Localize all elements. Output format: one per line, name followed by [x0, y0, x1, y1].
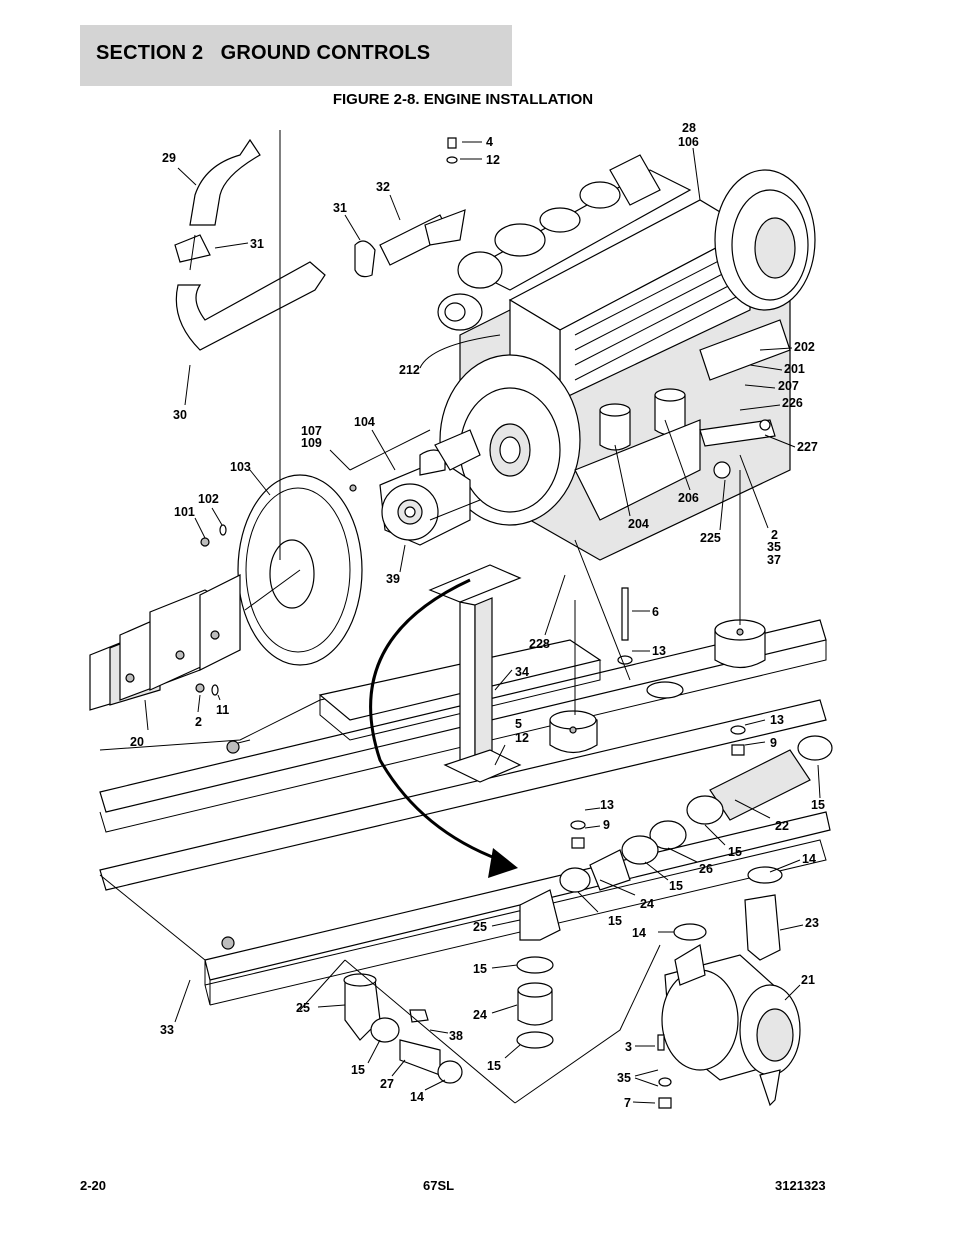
section-header-bar: [80, 25, 512, 86]
callout-label: 35: [767, 540, 781, 554]
callout-label: 101: [174, 505, 195, 519]
callout-label: 103: [230, 460, 251, 474]
callout-label: 13: [652, 644, 666, 658]
callout-label: 5: [515, 717, 522, 731]
callout-label: 15: [728, 845, 742, 859]
callout-label: 13: [770, 713, 784, 727]
callout-label: 25: [296, 1001, 310, 1015]
callout-label: 27: [380, 1077, 394, 1091]
callout-label: 15: [473, 962, 487, 976]
callout-label: 12: [486, 153, 500, 167]
callout-label: 14: [632, 926, 646, 940]
callout-label: 15: [811, 798, 825, 812]
callout-label: 25: [473, 920, 487, 934]
callout-label: 3: [625, 1040, 632, 1054]
engine-mounts: [549, 519, 766, 754]
callout-label: 227: [797, 440, 818, 454]
callout-label: 33: [160, 1023, 174, 1037]
section-title: SECTION 2 GROUND CONTROLS: [96, 42, 431, 64]
callout-label: 104: [354, 415, 375, 429]
callout-label: 24: [473, 1008, 487, 1022]
callout-label: 2: [195, 715, 202, 729]
hydraulic-pump: [89, 574, 241, 711]
callout-label: 31: [333, 201, 347, 215]
callout-label: 9: [603, 818, 610, 832]
callout-label: 22: [775, 819, 789, 833]
callout-label: 34: [515, 665, 529, 679]
callout-label: 106: [678, 135, 699, 149]
callout-label: 207: [778, 379, 799, 393]
callout-label: 39: [386, 572, 400, 586]
location-arrow: [369, 578, 518, 878]
callout-label: 21: [801, 973, 815, 987]
callout-label: 14: [802, 852, 816, 866]
callout-label: 32: [376, 180, 390, 194]
callout-label: 102: [198, 492, 219, 506]
document-number: 3121323: [775, 1178, 826, 1193]
callout-label: 26: [699, 862, 713, 876]
callout-label: 2: [771, 528, 778, 542]
callout-label: 23: [805, 916, 819, 930]
callout-label: 212: [399, 363, 420, 377]
callout-labels: 4 12 28 106 29 32 31 31 30 212 202 201 2…: [130, 121, 825, 1110]
callout-label: 228: [529, 637, 550, 651]
callout-label: 37: [767, 553, 781, 567]
callout-label: 24: [640, 897, 654, 911]
callout-label: 109: [301, 436, 322, 450]
callout-label: 31: [250, 237, 264, 251]
callout-label: 29: [162, 151, 176, 165]
callout-label: 206: [678, 491, 699, 505]
callout-label: 7: [624, 1096, 631, 1110]
pump-drive-hub: [379, 429, 481, 546]
callout-label: 13: [600, 798, 614, 812]
callout-label: 6: [652, 605, 659, 619]
upper-hoses: [174, 138, 466, 351]
callout-label: 15: [351, 1063, 365, 1077]
callout-label: 30: [173, 408, 187, 422]
page-number: 2-20: [80, 1178, 107, 1193]
engine-block: [437, 154, 816, 561]
callout-label: 9: [770, 736, 777, 750]
figure-title: FIGURE 2-8. ENGINE INSTALLATION: [332, 91, 594, 108]
callout-label: 15: [487, 1059, 501, 1073]
air-intake-parts: [195, 137, 833, 1109]
callout-label: 38: [449, 1029, 463, 1043]
callout-label: 12: [515, 731, 529, 745]
callout-label: 202: [794, 340, 815, 354]
callout-label: 20: [130, 735, 144, 749]
callout-label: 35: [617, 1071, 631, 1085]
support-stand: [428, 564, 522, 783]
callout-label: 15: [608, 914, 622, 928]
callout-label: 204: [628, 517, 649, 531]
callout-label: 225: [700, 531, 721, 545]
callout-label: 11: [216, 703, 229, 717]
leader-lines: [144, 130, 821, 1104]
callout-label: 226: [782, 396, 803, 410]
callout-label: 201: [784, 362, 805, 376]
callout-label: 15: [669, 879, 683, 893]
callout-label: 14: [410, 1090, 424, 1104]
callout-label: 4: [486, 135, 493, 149]
model-name: 67SL: [423, 1178, 455, 1193]
callout-label: 107: [301, 424, 322, 438]
callout-label: 28: [682, 121, 696, 135]
